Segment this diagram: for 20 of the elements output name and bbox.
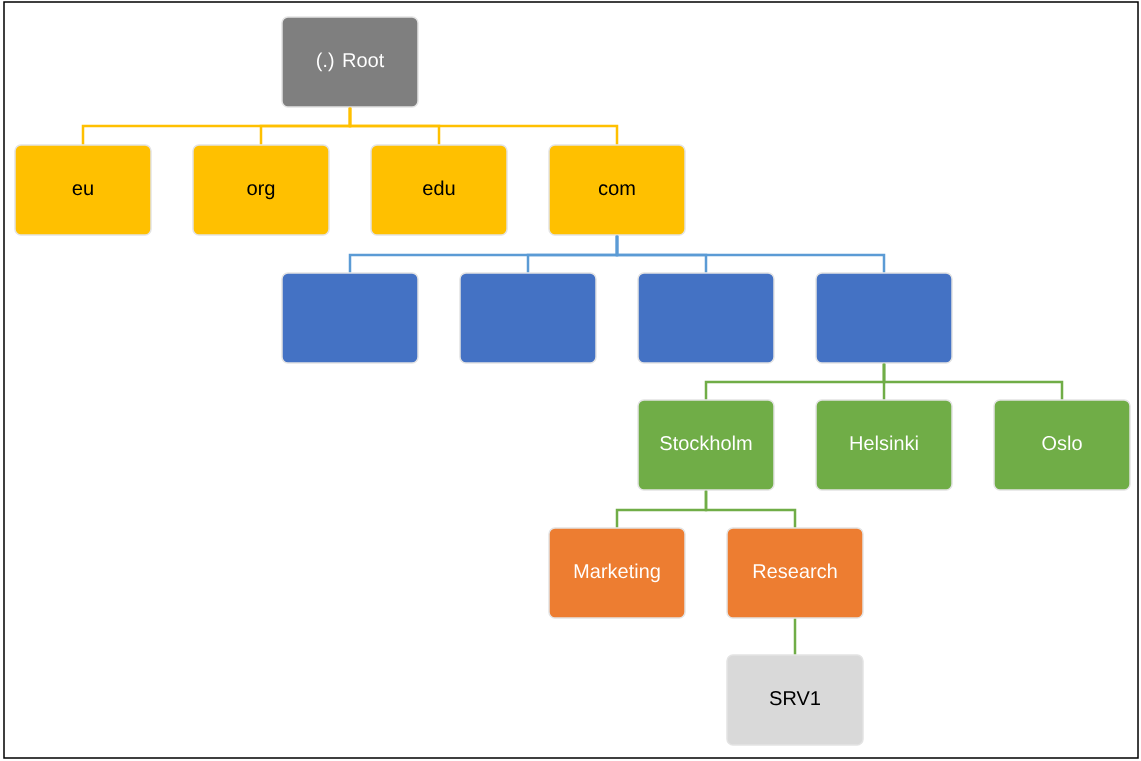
connector-line (348, 107, 619, 145)
domain-box: SRV1 (726, 654, 864, 746)
connector-line (615, 235, 886, 273)
connector-line (882, 363, 1064, 400)
domain-box: com (548, 144, 686, 236)
domain-box: edu (370, 144, 508, 236)
domain-box (815, 272, 953, 364)
domain-box: org (192, 144, 330, 236)
connector-line (704, 490, 797, 528)
domain-box: Helsinki (815, 399, 953, 491)
domain-box: eu (14, 144, 152, 236)
domain-box: Research (726, 527, 864, 619)
domain-box (459, 272, 597, 364)
domain-box: Stockholm (637, 399, 775, 491)
domain-box: Oslo (993, 399, 1131, 491)
connector-line (793, 618, 797, 655)
domain-box (281, 272, 419, 364)
domain-box: (.) Root (281, 16, 419, 108)
domain-box: Marketing (548, 527, 686, 619)
domain-box (637, 272, 775, 364)
